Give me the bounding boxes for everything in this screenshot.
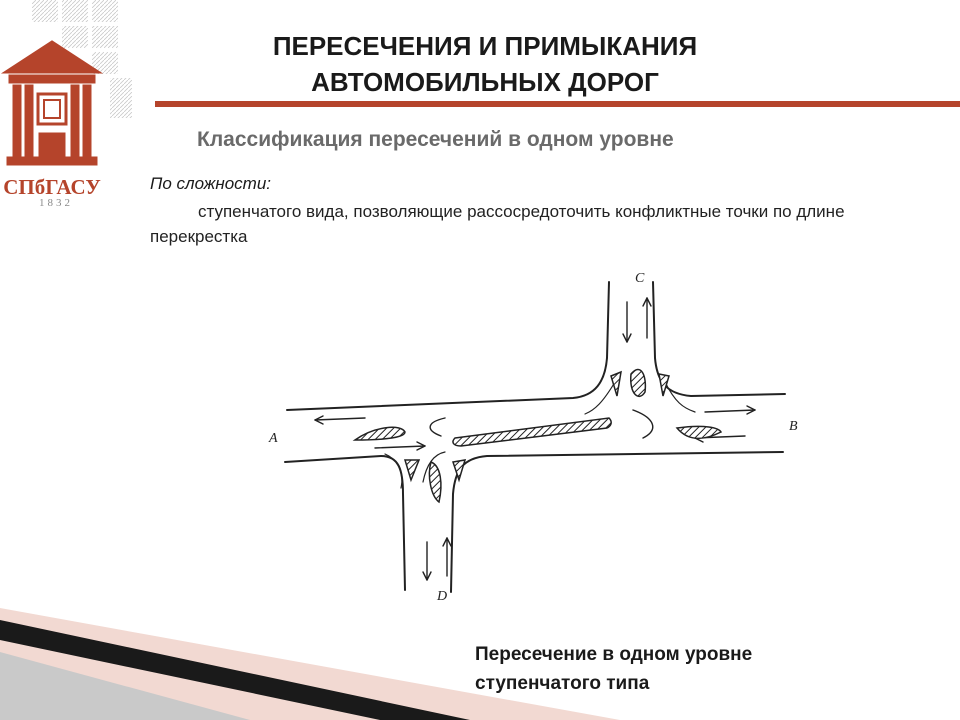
title-line-2: АВТОМОБИЛЬНЫХ ДОРОГ — [311, 67, 659, 97]
label-c: C — [635, 271, 645, 286]
label-d: D — [436, 589, 447, 604]
description-text: ступенчатого вида, позволяющие рассосред… — [150, 202, 845, 246]
title-line-1: ПЕРЕСЕЧЕНИЯ И ПРИМЫКАНИЯ — [272, 31, 698, 61]
page-title: ПЕРЕСЕЧЕНИЯ И ПРИМЫКАНИЯ АВТОМОБИЛЬНЫХ Д… — [255, 28, 715, 100]
section-subtitle: Классификация пересечений в одном уровне — [197, 128, 674, 151]
complexity-label: По сложности: — [150, 174, 272, 193]
decorative-grid-pattern — [32, 0, 132, 118]
label-a: A — [268, 431, 278, 446]
label-b: B — [789, 419, 798, 434]
logo-year: 1832 — [39, 197, 73, 209]
title-divider — [155, 101, 960, 107]
staggered-intersection-diagram: A B C D — [268, 271, 798, 604]
caption-line-2: ступенчатого типа — [475, 673, 650, 694]
caption-line-1: Пересечение в одном уровне — [475, 644, 753, 665]
diagram-caption: Пересечение в одном уровне ступенчатого … — [475, 640, 895, 698]
decorative-bottom-wedge — [0, 608, 620, 720]
university-logo: СПбГАСУ — [0, 40, 104, 199]
logo-wordmark: СПбГАСУ — [3, 175, 101, 199]
